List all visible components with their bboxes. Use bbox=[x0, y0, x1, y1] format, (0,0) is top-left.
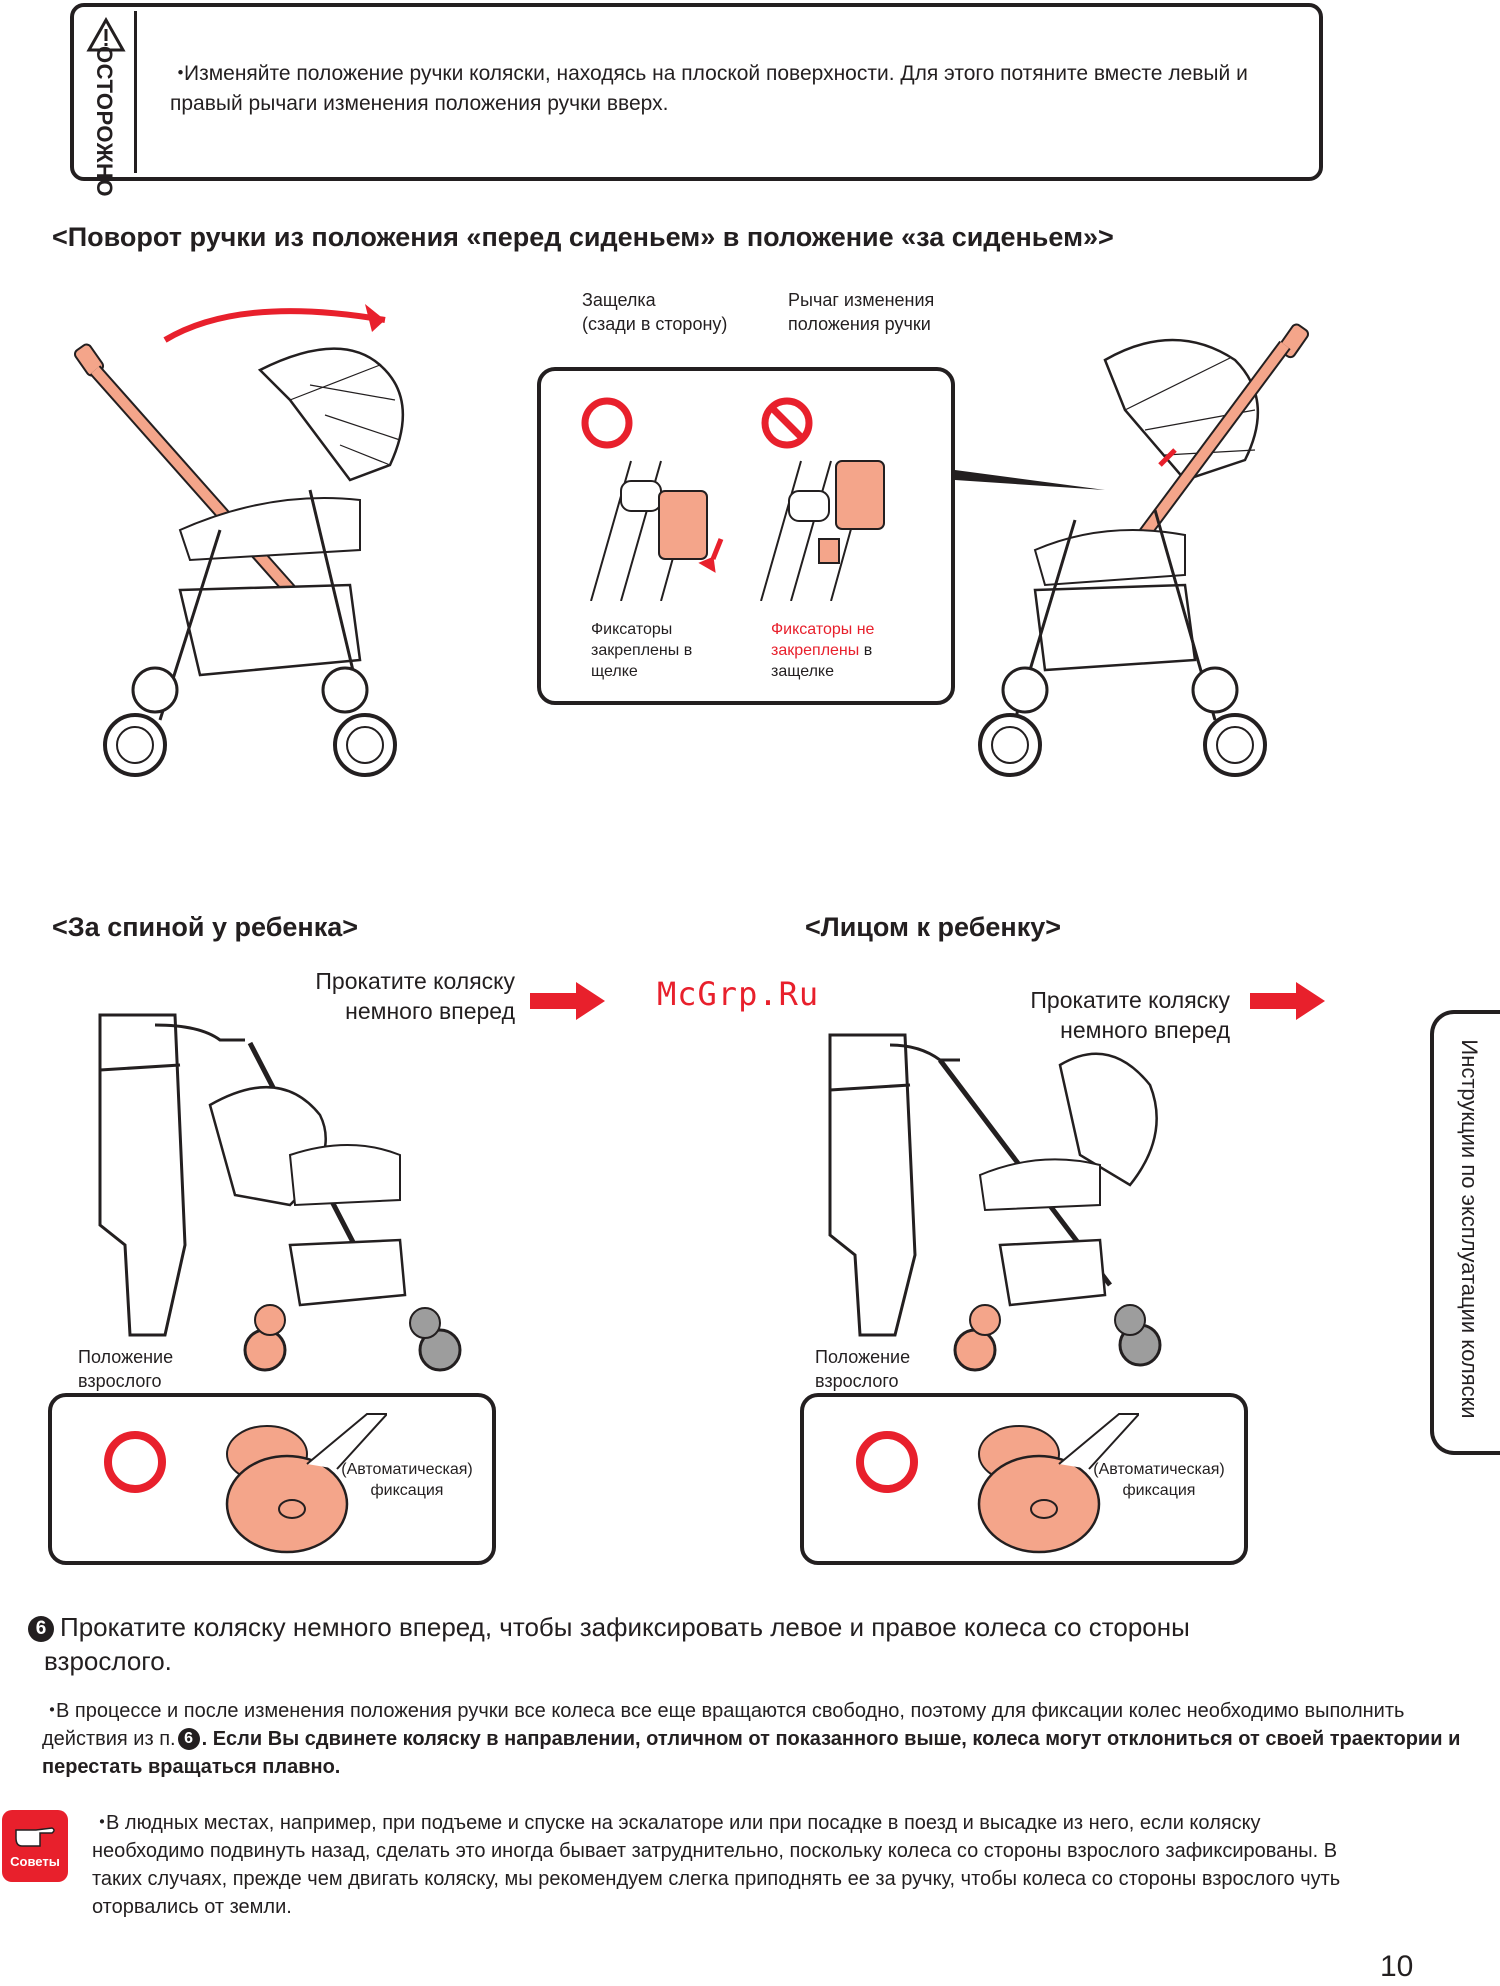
tips-paragraph: ・В людных местах, например, при подъеме … bbox=[92, 1809, 1372, 1921]
lever-label: Рычаг изменения положения ручки bbox=[788, 290, 935, 334]
correct-circle-icon bbox=[581, 397, 633, 449]
sidebar-tab: Инструкции по эксплуатации коляски bbox=[1430, 1010, 1500, 1455]
auto-lock-label-back: (Автоматическая) фиксация bbox=[341, 1461, 473, 1499]
prohibited-icon bbox=[761, 397, 813, 449]
auto-lock-label-face: (Автоматическая) фиксация bbox=[1093, 1461, 1225, 1499]
correct-circle-icon bbox=[856, 1431, 918, 1493]
correct-circle-icon bbox=[104, 1431, 166, 1493]
latch-locked-illustration bbox=[590, 460, 724, 601]
step-number-badge: 6 bbox=[28, 1616, 54, 1642]
tips-bullet: ・ bbox=[92, 1812, 112, 1834]
page-number: 10 bbox=[1380, 1950, 1414, 1983]
warning-icon bbox=[86, 17, 126, 52]
stroller-illustration-front-handle bbox=[73, 304, 405, 777]
sidebar-label: Инструкции по эксплуатации коляски bbox=[1457, 1039, 1482, 1419]
section-title-face: <Лицом к ребенку> bbox=[805, 912, 1061, 942]
step-6-text-line2: взрослого. bbox=[44, 1646, 172, 1676]
roll-forward-label-face: Прокатите коляску немного вперед bbox=[1030, 987, 1230, 1043]
person-pushing-stroller-face bbox=[828, 1033, 1162, 1372]
caution-text: ・Изменяйте положение ручки коляски, нахо… bbox=[170, 59, 1310, 119]
stroller-illustration-rear-handle bbox=[955, 323, 1310, 777]
wheel-lock-detail-face: (Автоматическая) фиксация bbox=[800, 1393, 1248, 1565]
latch-label: Защелка (сзади в сторону) bbox=[582, 290, 728, 334]
caster-wheel-illustration bbox=[977, 1413, 1139, 1554]
note-bullet: ・ bbox=[42, 1700, 62, 1722]
wheel-lock-detail-back: (Автоматическая) фиксация bbox=[48, 1393, 496, 1565]
caution-body: Изменяйте положение ручки коляски, наход… bbox=[170, 62, 1248, 115]
note-text: В процессе и после изменения положения р… bbox=[42, 1700, 1405, 1750]
pointing-hand-icon bbox=[15, 1827, 55, 1847]
forward-arrow-icon bbox=[530, 982, 605, 1020]
caution-box: ОСТОРОЖНО ・Изменяйте положение ручки кол… bbox=[70, 3, 1323, 197]
latch-unlocked-illustration bbox=[760, 460, 885, 601]
note-paragraph: ・В процессе и после изменения положения … bbox=[42, 1697, 1462, 1781]
caution-bullet: ・ bbox=[170, 62, 191, 85]
caution-tab: ОСТОРОЖНО bbox=[78, 11, 137, 197]
adult-position-label-back: Положение взрослого bbox=[78, 1347, 174, 1391]
tips-badge: Советы bbox=[2, 1810, 68, 1882]
latched-caption: Фиксаторы закреплены в щелке bbox=[591, 621, 693, 680]
watermark: McGrp.Ru bbox=[657, 975, 820, 1013]
roll-forward-label-back: Прокатите коляску немного вперед bbox=[315, 968, 515, 1024]
unlatched-caption: Фиксаторы не закреплены в защелке bbox=[771, 619, 874, 682]
tips-text: В людных местах, например, при подъеме и… bbox=[92, 1812, 1341, 1918]
forward-arrow-icon bbox=[1250, 982, 1325, 1020]
note-ref-badge: 6 bbox=[177, 1728, 200, 1750]
caster-wheel-illustration bbox=[225, 1413, 387, 1554]
step-6-text-line1: Прокатите коляску немного вперед, чтобы … bbox=[60, 1612, 1190, 1642]
section-title-rotate: <Поворот ручки из положения «перед сиден… bbox=[52, 222, 1114, 252]
note-bold-text: . Если Вы сдвинете коляску в направлении… bbox=[42, 1728, 1461, 1778]
section-title-back: <За спиной у ребенка> bbox=[52, 912, 358, 942]
latch-detail-box: Фиксаторы закреплены в щелке Фиксаторы н… bbox=[537, 367, 955, 705]
caution-label: ОСТОРОЖНО bbox=[92, 46, 117, 198]
unlatched-caption-rest: в защелке bbox=[771, 642, 873, 680]
tips-badge-label: Советы bbox=[10, 1854, 60, 1869]
person-pushing-stroller-back bbox=[98, 1013, 462, 1372]
adult-position-label-face: Положение взрослого bbox=[815, 1347, 911, 1391]
unlatched-caption-red: Фиксаторы не закреплены bbox=[771, 621, 875, 659]
